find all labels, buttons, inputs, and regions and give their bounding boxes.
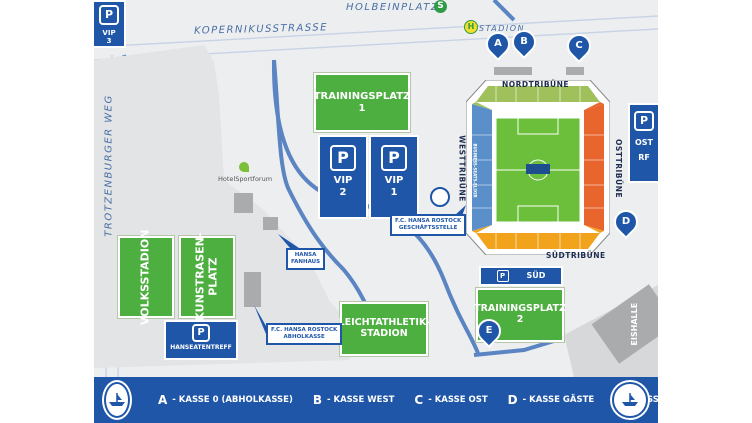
parking-hanseatentreff: P HANSEATENTREFF (164, 320, 238, 360)
parking-icon: P (634, 111, 654, 131)
callout-pointers (254, 205, 466, 334)
parking-icon: P (496, 270, 509, 282)
parking-sued: P SÜD (479, 266, 563, 286)
hansa-crest-icon (104, 382, 130, 418)
walking-path (473, 336, 565, 357)
hansa-crest-icon (430, 187, 450, 207)
field-label: TRAININGSPLATZ 2 (474, 303, 566, 325)
stand-ost (584, 104, 604, 231)
field-kunstrasenplatz: KUNSTRASEN- PLATZ (179, 233, 235, 321)
hotel-label: HotelSportforum (218, 175, 273, 183)
stand-label-nord: NORDTRIBÜNE (502, 80, 570, 89)
hotel-logo-icon (239, 162, 249, 172)
ostseestadion: BUSINESS-SEATS-ELIXIR (465, 79, 611, 256)
small-building (263, 217, 278, 230)
seat-blocks (472, 86, 604, 249)
gate-legend-bar: A- KASSE 0 (ABHOLKASSE) B- KASSE WEST C-… (94, 377, 715, 423)
legend-item-b: B- KASSE WEST (312, 393, 395, 407)
road-edge (94, 15, 658, 48)
parking-label: HANSEATENTREFF (170, 344, 232, 351)
abholkasse-building (244, 272, 261, 307)
hansa-crest-icon (612, 382, 648, 418)
parking-label: OST RF (634, 138, 654, 163)
legend-item-c: C- KASSE OST (414, 393, 488, 407)
parking-icon: P (192, 324, 210, 342)
ship-icon (109, 393, 125, 406)
stand-label-sued: SÜDTRIBÜNE (546, 251, 606, 260)
ship-icon (622, 393, 638, 406)
bus-stop-icon: H (464, 20, 478, 34)
parking-vip3: P VIP 3 (94, 0, 126, 48)
field-label: LEICHTATHLETIK- STADION (338, 317, 430, 339)
callout-abholkasse: F.C. HANSA ROSTOCK ABHOLKASSE (266, 323, 343, 345)
stadium-area-map: KOPERNIKUSSTRASSE HOLBEINPLATZ STADION T… (94, 0, 658, 423)
s-bahn-icon: S (434, 0, 447, 13)
parking-ost-rf: P OST RF (628, 103, 658, 183)
gate-building (566, 67, 584, 75)
street-label-holbein: HOLBEINPLATZ (346, 2, 440, 13)
street-label-stadion: STADION (479, 24, 526, 33)
parking-icon: P (381, 145, 407, 171)
stadium-logo-icon (526, 164, 550, 174)
field-label: TRAININGSPLATZ 1 (313, 91, 411, 114)
parking-label: VIP 2 (333, 175, 353, 198)
legend-item-a: A- KASSE 0 (ABHOLKASSE) (158, 393, 293, 407)
walking-path (492, 0, 516, 22)
parking-label: VIP 3 (102, 29, 116, 46)
callout-hansa-fanhaus: HANSA FANHAUS (286, 248, 326, 270)
field-volksstadion: VOLKSSTADION (118, 229, 174, 325)
callout-geschaeftsstelle: F.C. HANSA ROSTOCK GESCHÄFTSSTELLE (390, 214, 467, 236)
field-trainingsplatz-1: TRAININGSPLATZ 1 (314, 73, 410, 132)
parking-vip2: P VIP 2 (318, 135, 368, 219)
parking-icon: P (330, 145, 356, 171)
stand-west (472, 104, 492, 231)
parking-icon: P (99, 5, 119, 25)
parking-label: SÜD (526, 271, 546, 281)
hotel-building (234, 193, 253, 213)
stadium-drawing (465, 79, 611, 256)
gate-building (494, 67, 532, 75)
parking-vip1: P VIP 1 (369, 135, 419, 219)
parking-label: VIP 1 (384, 175, 404, 198)
legend-item-d: D- KASSE GÄSTE (507, 393, 595, 407)
